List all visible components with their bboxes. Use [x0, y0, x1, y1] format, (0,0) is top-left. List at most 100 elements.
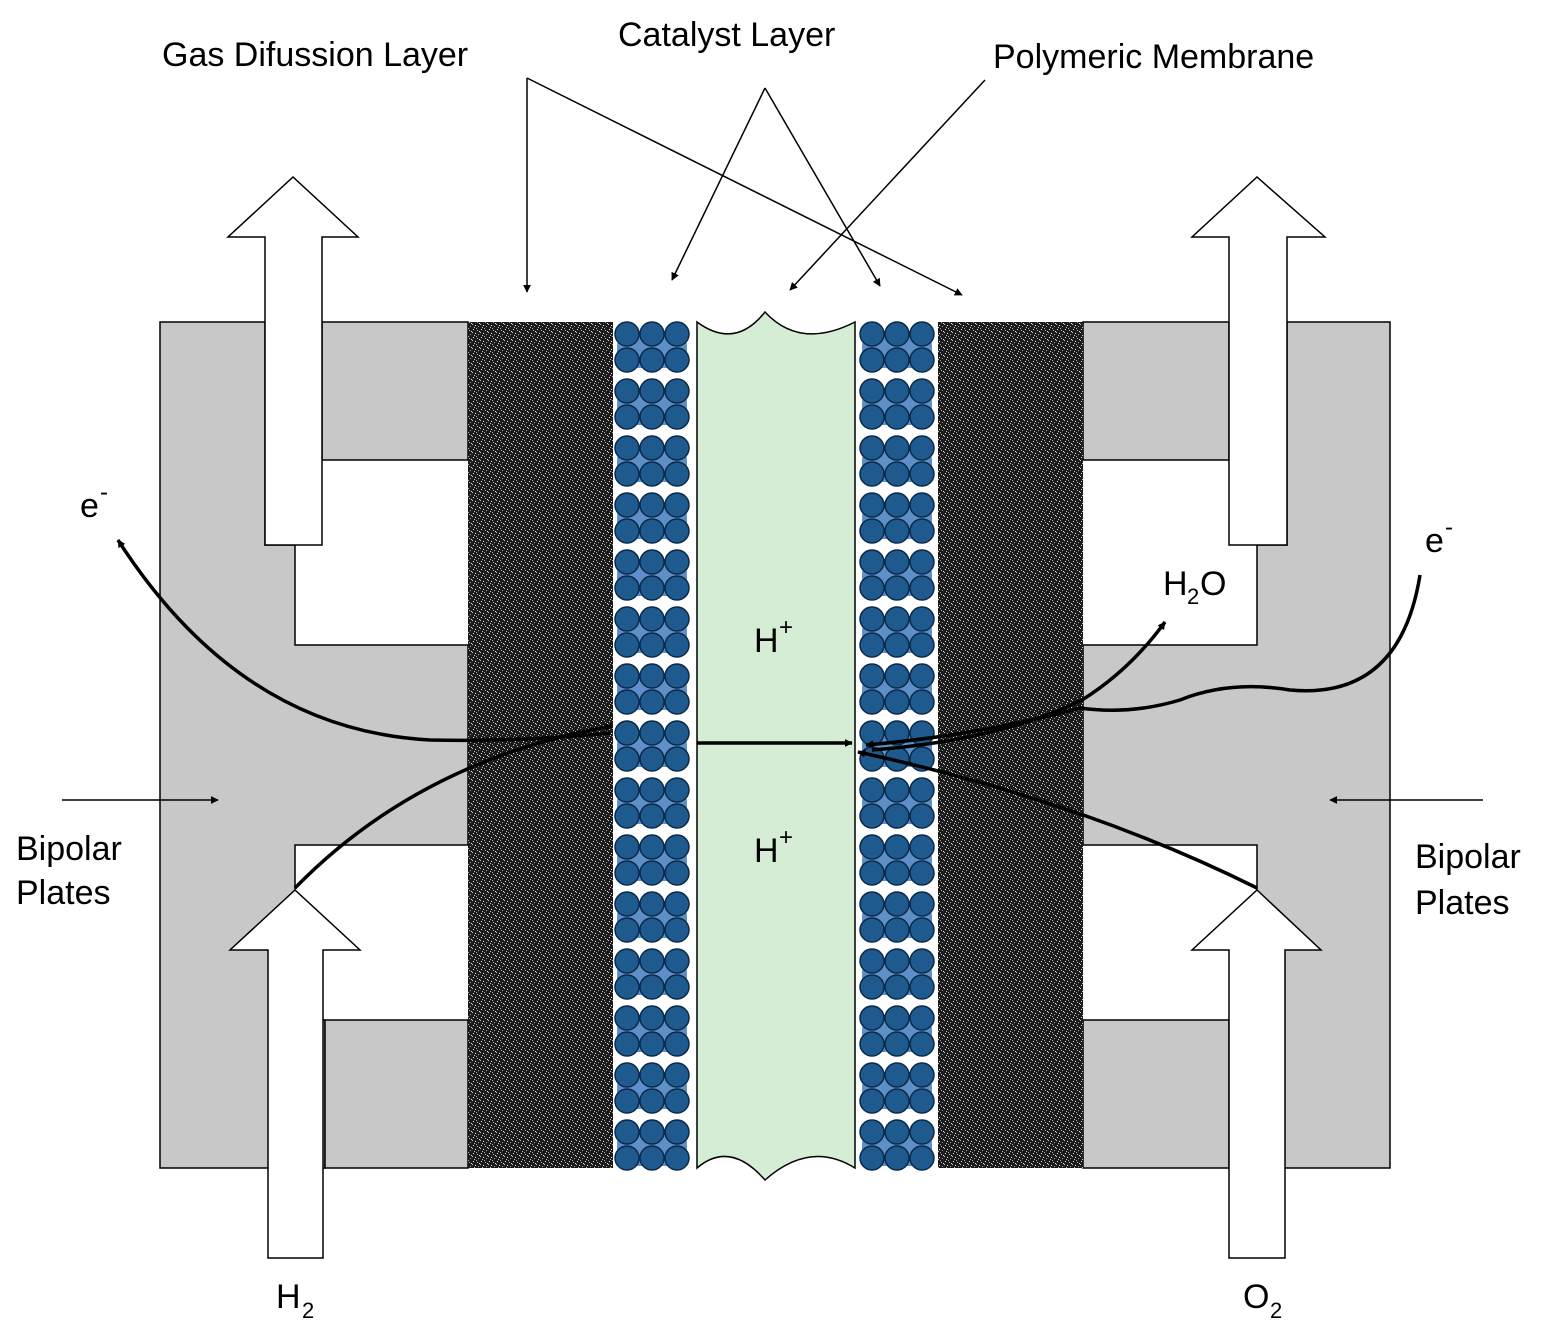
catalyst-particle: [639, 549, 665, 575]
catalyst-particle: [909, 435, 935, 461]
catalyst-particle: [614, 803, 640, 829]
catalyst-particle: [909, 1119, 935, 1145]
catalyst-particle: [909, 461, 935, 487]
svg-text:e: e: [80, 487, 99, 525]
catalyst-particle: [859, 1005, 885, 1031]
catalyst-particle: [859, 948, 885, 974]
catalyst-particle: [859, 321, 885, 347]
catalyst-particle: [614, 347, 640, 373]
catalyst-particle: [639, 378, 665, 404]
catalyst-particle: [884, 1119, 910, 1145]
catalyst-particle: [909, 891, 935, 917]
catalyst-particle: [614, 404, 640, 430]
catalyst-particle: [859, 606, 885, 632]
catalyst-particle: [909, 347, 935, 373]
catalyst-particle: [639, 632, 665, 658]
catalyst-particle: [859, 404, 885, 430]
catalyst-particle: [859, 378, 885, 404]
catalyst-particle: [884, 549, 910, 575]
catalyst-particle: [909, 632, 935, 658]
label-bipolar-plates-right-line2: Plates: [1415, 884, 1510, 922]
catalyst-particle: [639, 1088, 665, 1114]
catalyst-particle: [639, 746, 665, 772]
label-electron-left: e -: [80, 479, 108, 525]
catalyst-particle: [664, 1062, 690, 1088]
catalyst-particle: [639, 948, 665, 974]
catalyst-particle: [884, 891, 910, 917]
gas-diffusion-layer-left: [468, 322, 613, 1168]
catalyst-particle: [664, 689, 690, 715]
svg-text:e: e: [1425, 522, 1444, 560]
svg-text:H: H: [754, 622, 779, 660]
label-water: H 2 O: [1163, 565, 1226, 609]
svg-text:-: -: [100, 479, 108, 506]
catalyst-particle: [884, 518, 910, 544]
catalyst-particle: [909, 834, 935, 860]
svg-text:O: O: [1200, 565, 1226, 603]
catalyst-particle: [884, 435, 910, 461]
catalyst-particle: [614, 575, 640, 601]
catalyst-particle: [859, 663, 885, 689]
catalyst-particle: [614, 1145, 640, 1171]
catalyst-particle: [884, 321, 910, 347]
catalyst-particle: [664, 917, 690, 943]
catalyst-particle: [884, 948, 910, 974]
catalyst-particle: [639, 689, 665, 715]
svg-text:-: -: [1445, 514, 1453, 541]
catalyst-particle: [909, 860, 935, 886]
catalyst-particle: [639, 435, 665, 461]
catalyst-particle: [909, 378, 935, 404]
catalyst-particle: [859, 891, 885, 917]
catalyst-particle: [664, 435, 690, 461]
catalyst-particle: [909, 575, 935, 601]
bipolar-plate-left: [159, 321, 469, 1169]
catalyst-particle: [859, 461, 885, 487]
catalyst-particle: [614, 663, 640, 689]
catalyst-particle: [859, 974, 885, 1000]
catalyst-particle: [664, 663, 690, 689]
catalyst-particle: [859, 1145, 885, 1171]
catalyst-particle: [909, 663, 935, 689]
catalyst-particle: [909, 518, 935, 544]
catalyst-particle: [859, 492, 885, 518]
catalyst-particle: [639, 1031, 665, 1057]
svg-text:2: 2: [1270, 1298, 1282, 1323]
catalyst-particle: [859, 575, 885, 601]
catalyst-particle: [614, 606, 640, 632]
catalyst-particle: [884, 347, 910, 373]
water-outlet-arrow: [1190, 175, 1327, 546]
catalyst-particle: [859, 518, 885, 544]
catalyst-particle: [909, 549, 935, 575]
catalyst-particle: [664, 606, 690, 632]
catalyst-particle: [884, 378, 910, 404]
catalyst-particle: [639, 803, 665, 829]
catalyst-particle: [664, 1119, 690, 1145]
reaction-flow-arrows: [116, 539, 1422, 890]
catalyst-particle: [614, 1005, 640, 1031]
svg-text:H: H: [276, 1278, 301, 1316]
catalyst-particle: [664, 803, 690, 829]
label-bipolar-plates-left-line1: Bipolar: [16, 830, 122, 868]
h2-flow: [293, 723, 613, 890]
catalyst-particle: [859, 720, 885, 746]
catalyst-particle: [884, 1062, 910, 1088]
svg-text:+: +: [779, 824, 793, 851]
label-oxygen: O 2: [1243, 1278, 1282, 1323]
catalyst-particle: [639, 1005, 665, 1031]
label-polymeric-membrane: Polymeric Membrane: [993, 38, 1314, 76]
label-proton-upper: H +: [754, 614, 793, 660]
catalyst-particle: [664, 777, 690, 803]
catalyst-particle: [909, 321, 935, 347]
catalyst-particle: [664, 378, 690, 404]
polymeric-membrane: [696, 310, 856, 1182]
catalyst-particle: [614, 492, 640, 518]
water-flow: [871, 620, 1167, 752]
catalyst-particle: [909, 777, 935, 803]
label-bipolar-plates-right-line1: Bipolar: [1415, 838, 1521, 876]
catalyst-particle: [639, 1119, 665, 1145]
catalyst-particle: [614, 632, 640, 658]
catalyst-particle: [859, 1088, 885, 1114]
catalyst-particle: [884, 606, 910, 632]
svg-text:+: +: [779, 614, 793, 641]
